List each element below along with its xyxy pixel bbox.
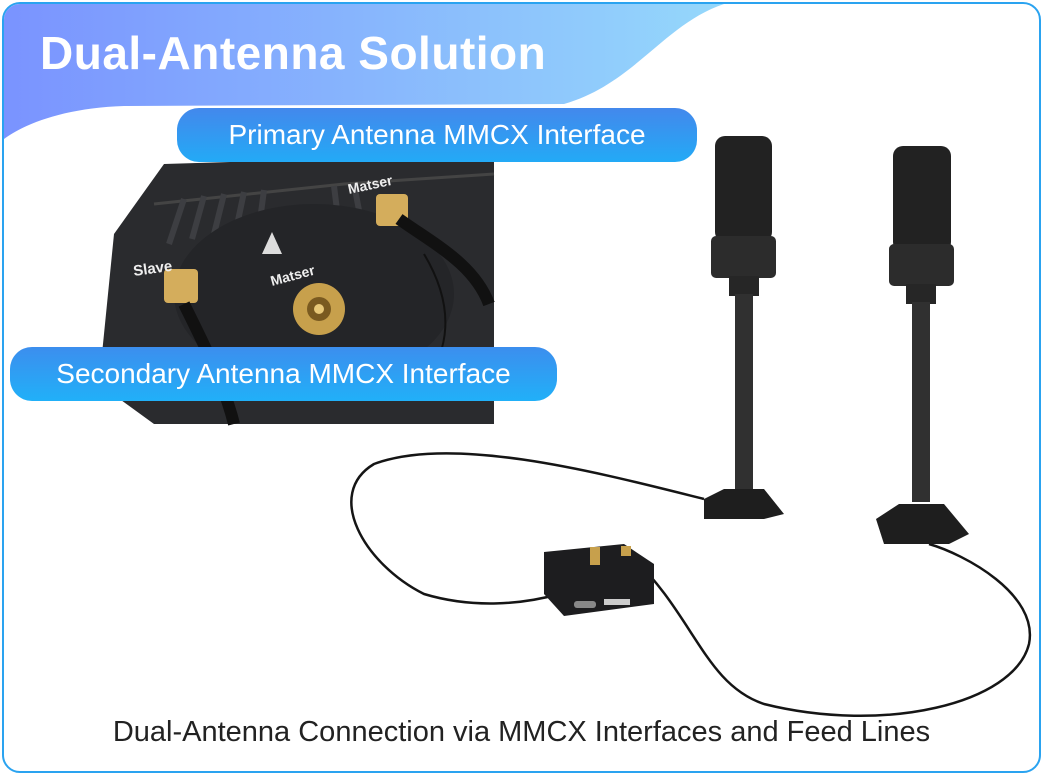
primary-antenna-label: Primary Antenna MMCX Interface [177, 108, 697, 162]
feed-line-1 [350, 452, 705, 605]
page-title: Dual-Antenna Solution [40, 27, 547, 79]
secondary-antenna-label: Secondary Antenna MMCX Interface [10, 347, 557, 401]
antenna-right [876, 146, 969, 544]
gnss-module [544, 544, 654, 616]
slave-marking: Slave [132, 258, 173, 280]
caption: Dual-Antenna Connection via MMCX Interfa… [112, 716, 931, 748]
header-banner [4, 4, 724, 139]
feed-line-2 [628, 542, 1032, 718]
antenna-left [704, 136, 784, 519]
